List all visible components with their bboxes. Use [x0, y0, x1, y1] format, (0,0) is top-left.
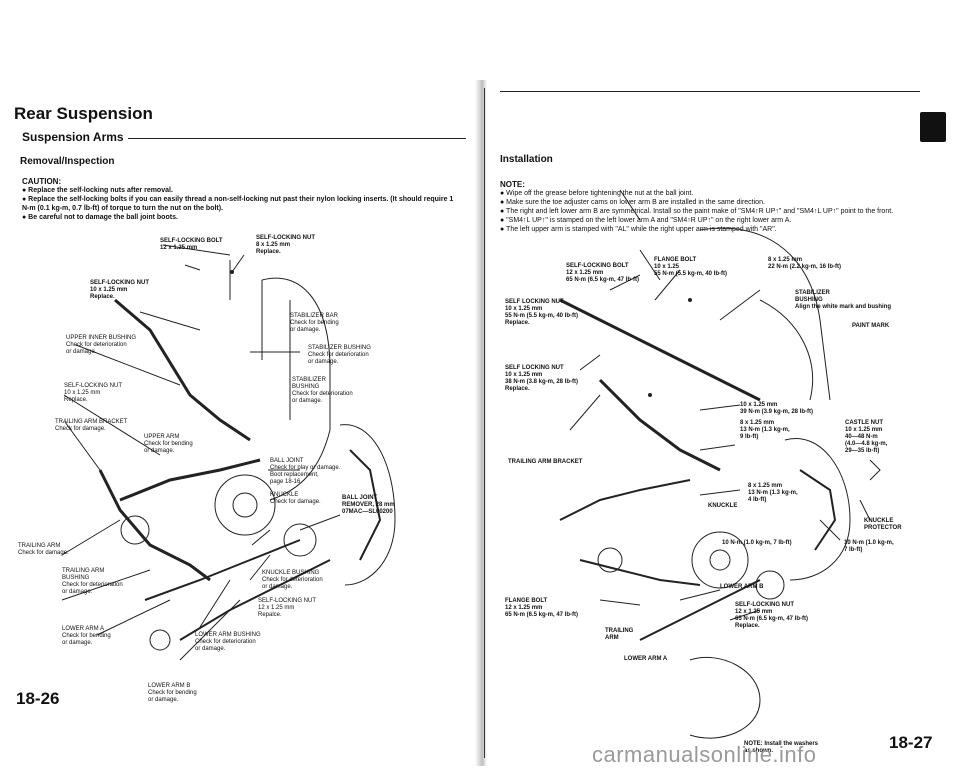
suspension-tab-icon — [920, 112, 946, 142]
caution-item: ● Replace the self-locking bolts if you … — [22, 196, 454, 212]
callout-knuckle-r: KNUCKLE — [708, 503, 738, 509]
note-item: ● The right and left lower arm B are sym… — [500, 208, 894, 215]
callout-ball-joint: BALL JOINT Check for play or damage. Boo… — [270, 458, 341, 485]
callout-lower-arm-a-r: LOWER ARM A — [624, 656, 668, 662]
callout-knuckle: KNUCKLE Check for damage. — [270, 492, 321, 505]
page-title: Rear Suspension — [14, 104, 153, 123]
callout-torque-10nm-b: 10 N-m (1.0 kg-m, 7 lb-ft) — [844, 540, 894, 553]
caution-label: CAUTION: — [22, 177, 62, 186]
callout-sl-nut-a: SELF LOCKING NUT 10 x 1.25 mm 55 N-m (5.… — [505, 299, 579, 326]
page-number-left: 18-26 — [16, 689, 60, 708]
callout-sl-bolt: SELF-LOCKING BOLT 12 x 1.25 mm 65 N-m (6… — [566, 263, 640, 283]
callout-trailing-bracket-r: TRAILING ARM BRACKET — [508, 459, 583, 465]
callout-trailing-bracket: TRAILING ARM BRACKET Check for damage. — [55, 419, 128, 432]
note-list: ● Wipe off the grease before tightening … — [500, 189, 940, 234]
note-item: ● Make sure the toe adjuster cams on low… — [500, 199, 765, 206]
callout-lower-arm-b-r: LOWER ARM B — [720, 584, 764, 590]
callout-sl-nut-bottom: SELF-LOCKING NUT 12 x 1.25 mm Repalce. — [258, 598, 317, 618]
caution-list: ● Replace the self-locking nuts after re… — [22, 186, 462, 222]
note-item: ● The left upper arm is stamped with "AL… — [500, 226, 777, 233]
callout-flange-bolt-top: FLANGE BOLT 10 x 1.25 55 N-m (5.5 kg-m, … — [654, 257, 728, 277]
caution-item: ● Replace the self-locking nuts after re… — [22, 187, 173, 194]
callout-trailing-bushing: TRAILING ARM BUSHING Check for deteriora… — [62, 568, 123, 595]
callout-sl-nut-top: SELF-LOCKING NUT 8 x 1.25 mm Replace. — [256, 235, 315, 255]
callout-lower-arm-bushing: LOWER ARM BUSHING Check for deterioratio… — [195, 632, 261, 652]
section-heading: Removal/Inspection — [20, 156, 115, 167]
washer-note: NOTE: Install the washers as shown. — [744, 741, 819, 754]
callout-trailing-arm-r: TRAILING ARM — [605, 628, 634, 641]
callout-lower-arm-b: LOWER ARM B Check for bending or damage. — [148, 683, 197, 703]
callout-trailing-arm: TRAILING ARM Check for damage. — [18, 543, 69, 556]
callout-upper-arm: UPPER ARM Check for bending or damage. — [144, 434, 193, 454]
note-item: ● Wipe off the grease before tightening … — [500, 190, 694, 197]
callout-knuckle-protector: KNUCKLE PROTECTOR — [864, 518, 902, 531]
callout-knuckle-bushing: KNUCKLE BUSHING Check for deterioration … — [262, 570, 323, 590]
callout-torque-8c: 8 x 1.25 mm 13 N-m (1.3 kg-m, 4 lb-ft) — [748, 483, 798, 503]
callout-stab-bushing: STABILIZER BUSHING Check for deteriorati… — [308, 345, 371, 365]
page-gutter — [475, 80, 487, 766]
callout-stab-bushing-r: STABILIZER BUSHING Align the white mark … — [795, 290, 892, 310]
callout-flange-bolt-bottom: FLANGE BOLT 12 x 1.25 mm 65 N-m (6.5 kg-… — [505, 598, 579, 618]
callout-torque-8: 8 x 1.25 mm 22 N-m (2.2 kg-m, 16 lb-ft) — [768, 257, 842, 270]
callout-torque-10: 10 x 1.25 mm 39 N-m (3.9 kg-m, 28 lb-ft) — [740, 402, 814, 415]
callout-lower-arm-a: LOWER ARM A Check for bending or damage. — [62, 626, 111, 646]
gutter-rule — [484, 88, 485, 758]
callout-torque-10nm: 10 N-m (1.0 kg-m, 7 lb-ft) — [722, 540, 792, 546]
note-item: ● "SM4↑L UP↑" is stamped on the left low… — [500, 217, 792, 224]
page-subtitle: Suspension Arms — [22, 130, 124, 144]
watermark: carmanualsonline.info — [592, 742, 817, 767]
installation-heading: Installation — [500, 154, 553, 165]
callout-sl-nut-c: SELF-LOCKING NUT 12 x 1.25 mm 65 N-m (6.… — [735, 602, 809, 629]
callout-sl-nut-left: SELF-LOCKING NUT 10 x 1.25 mm Replace. — [90, 280, 149, 300]
note-label: NOTE: — [500, 180, 525, 189]
callout-stab-bar: STABILIZER BAR Check for bending or dama… — [290, 313, 339, 333]
page-number-right: 18-27 — [889, 733, 933, 752]
callout-paint-mark: PAINT MARK — [852, 323, 890, 329]
callout-stab-bushing-2: STABILIZER BUSHING Check for deteriorati… — [292, 377, 353, 404]
strut-outline — [261, 277, 331, 501]
callout-torque-8b: 8 x 1.25 mm 13 N-m (1.3 kg-m, 9 lb-ft) — [740, 420, 790, 440]
header-rule — [500, 91, 920, 92]
caution-item: ● Be careful not to damage the ball join… — [22, 214, 178, 221]
callout-castle-nut: CASTLE NUT 10 x 1.25 mm 40—48 N-m (4.0—4… — [845, 420, 888, 454]
callout-sl-nut-mid: SELF-LOCKING NUT 10 x 1.25 mm Replace. — [64, 383, 123, 403]
callout-sl-nut-b: SELF LOCKING NUT 10 x 1.25 mm 38 N-m (3.… — [505, 365, 579, 392]
callout-upper-inner-bushing: UPPER INNER BUSHING Check for deteriorat… — [66, 335, 137, 355]
callout-sl-bolt-top: SELF-LOCKING BOLT 12 x 1.25 mm — [160, 238, 223, 251]
subtitle-rule — [128, 138, 466, 139]
callout-ball-joint-remover: BALL JOINT REMOVER, 28 mm 07MAC—SL00200 — [342, 495, 395, 515]
